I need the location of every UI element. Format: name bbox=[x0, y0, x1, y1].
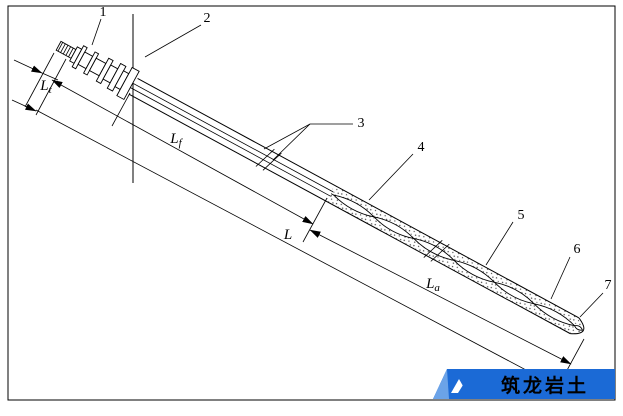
leader-5 bbox=[485, 221, 514, 266]
dim-lt-arrow-left bbox=[13, 59, 43, 74]
ext-grout-start bbox=[302, 197, 328, 243]
ext-head-inner bbox=[35, 58, 67, 116]
ext-head-outer bbox=[24, 52, 55, 108]
watermark-text: 筑龙岩土 bbox=[501, 374, 589, 397]
dim-l-line bbox=[35, 109, 559, 388]
dim-l-arrow-left bbox=[11, 99, 37, 112]
anchor-body-group bbox=[55, 40, 585, 335]
leader-4 bbox=[368, 153, 414, 201]
leader-7 bbox=[579, 292, 604, 318]
leader-1 bbox=[91, 18, 102, 46]
dim-lt-line bbox=[41, 72, 59, 81]
watermark-ribbon-accent bbox=[433, 369, 449, 399]
callout-2-label: 2 bbox=[204, 11, 211, 26]
leader-3b bbox=[272, 123, 311, 161]
callout-7-label: 7 bbox=[605, 278, 612, 293]
anchor-head-assembly bbox=[55, 40, 140, 101]
figure-border bbox=[7, 5, 616, 401]
borehole-lower-line bbox=[128, 93, 571, 335]
watermark-ribbon bbox=[433, 369, 615, 399]
borehole-tip bbox=[570, 317, 585, 335]
dim-lf-label: Lf bbox=[169, 131, 183, 149]
leader-2 bbox=[144, 24, 202, 58]
callout-1-label: 1 bbox=[100, 5, 107, 20]
callout-6-label: 6 bbox=[574, 242, 581, 257]
dim-la-label: La bbox=[425, 276, 440, 294]
dimension-lines bbox=[11, 52, 585, 397]
callout-4-label: 4 bbox=[418, 140, 425, 155]
watermark: 筑龙岩土 bbox=[433, 369, 615, 399]
leader-3a bbox=[263, 123, 353, 150]
tendon-tip-lens bbox=[573, 325, 584, 331]
watermark-logo-icon-inner bbox=[458, 385, 468, 393]
dim-lf-line bbox=[51, 79, 314, 225]
leader-6 bbox=[550, 256, 571, 300]
bonded-tendon-lenses bbox=[332, 194, 584, 331]
callout-leaders bbox=[91, 18, 604, 318]
dim-la-line bbox=[309, 229, 572, 365]
borehole-upper-line bbox=[137, 77, 580, 319]
callout-5-label: 5 bbox=[518, 208, 525, 223]
dim-l-label: L bbox=[283, 227, 292, 243]
dim-lt-label: Lt bbox=[39, 78, 52, 96]
callout-3-label: 3 bbox=[358, 116, 365, 131]
